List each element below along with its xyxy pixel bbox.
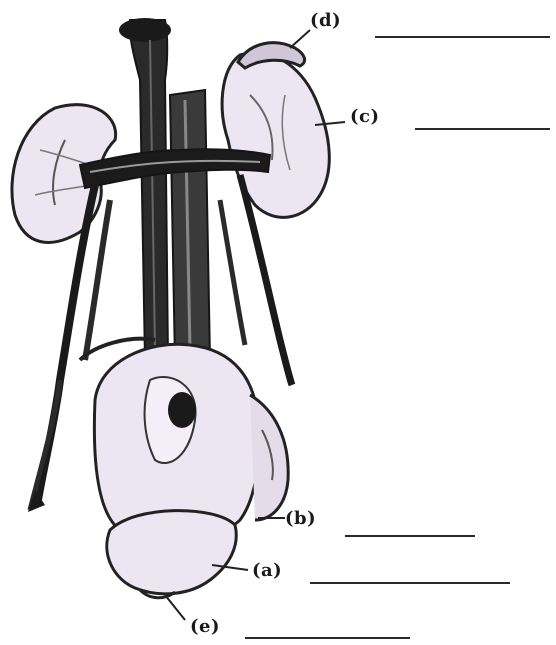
answer-blank-e[interactable] xyxy=(245,637,410,639)
answer-blank-c[interactable] xyxy=(415,128,550,130)
main-blood-vessels xyxy=(119,18,210,362)
answer-blank-b[interactable] xyxy=(345,535,475,537)
label-e: (e) xyxy=(190,618,220,636)
answer-blank-d[interactable] xyxy=(375,36,550,38)
label-a: (a) xyxy=(252,562,282,580)
answer-blank-a[interactable] xyxy=(310,582,510,584)
label-b: (b) xyxy=(285,510,316,528)
right-kidney xyxy=(222,53,329,218)
label-d: (d) xyxy=(310,12,341,30)
label-c: (c) xyxy=(350,108,380,126)
urinary-bladder-lower xyxy=(107,511,236,598)
bladder-region xyxy=(80,339,288,539)
